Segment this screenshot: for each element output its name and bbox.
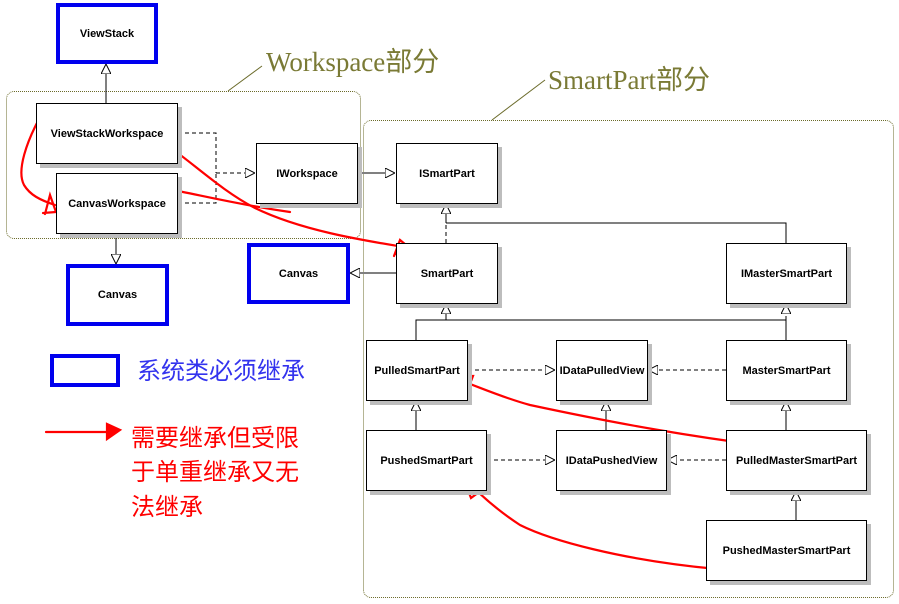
- legend-limited-line-1: 需要继承但受限: [131, 424, 299, 452]
- edge-imastersmartpart-ismartpart: [446, 222, 787, 243]
- legend-system-class-swatch: [50, 354, 120, 387]
- smartpart-group: [363, 120, 894, 598]
- class-ismartpart: ISmartPart: [396, 143, 498, 204]
- edge-mastersmartpart-smartpart: [446, 319, 787, 340]
- class-pulledsmartpart: PulledSmartPart: [366, 340, 468, 401]
- class-iworkspace: IWorkspace: [256, 143, 358, 204]
- workspace-callout-line: [227, 65, 263, 92]
- red-arrow-viewstackworkspace-smartpart: [159, 139, 412, 250]
- class-imastersmartpart: IMasterSmartPart: [726, 243, 847, 304]
- red-arrowhead-1: [41, 191, 58, 216]
- class-viewstackworkspace: ViewStackWorkspace: [36, 103, 178, 164]
- smartpart-callout-line: [491, 79, 546, 121]
- red-arrow-canvasworkspace-smartpart: [166, 187, 292, 214]
- class-canvas-mid: Canvas: [247, 243, 350, 304]
- class-idatapushedview: IDataPushedView: [556, 430, 667, 491]
- workspace-group-title: Workspace部分: [266, 47, 440, 77]
- legend-red-arrowhead: [105, 422, 123, 442]
- smartpart-group-title: SmartPart部分: [548, 65, 710, 95]
- class-mastersmartpart: MasterSmartPart: [726, 340, 847, 401]
- red-arrow-viewstackworkspace-canvasworkspace: [20, 119, 57, 207]
- red-arrow-pushedmaster-pushedsmartpart: [461, 475, 719, 571]
- class-idatapulledview: IDataPulledView: [556, 340, 648, 401]
- class-pushedmastersmartpart: PushedMasterSmartPart: [706, 520, 867, 581]
- workspace-group: [6, 91, 361, 239]
- class-canvasworkspace: CanvasWorkspace: [56, 173, 178, 234]
- edge-viewstackworkspace-iworkspace: [178, 132, 217, 173]
- edge-pulledsmartpart-smartpart: [415, 319, 446, 340]
- legend-limited-line-3: 法继承: [131, 493, 203, 521]
- legend-limited-line-2: 于单重继承又无: [131, 458, 299, 486]
- class-smartpart: SmartPart: [396, 243, 498, 304]
- class-viewstack: ViewStack: [56, 3, 158, 64]
- class-pushedsmartpart: PushedSmartPart: [366, 430, 487, 491]
- class-pulledmastersmartpart: PulledMasterSmartPart: [726, 430, 867, 491]
- legend-system-class-label: 系统类必须继承: [137, 357, 305, 385]
- class-canvas-left: Canvas: [66, 264, 169, 326]
